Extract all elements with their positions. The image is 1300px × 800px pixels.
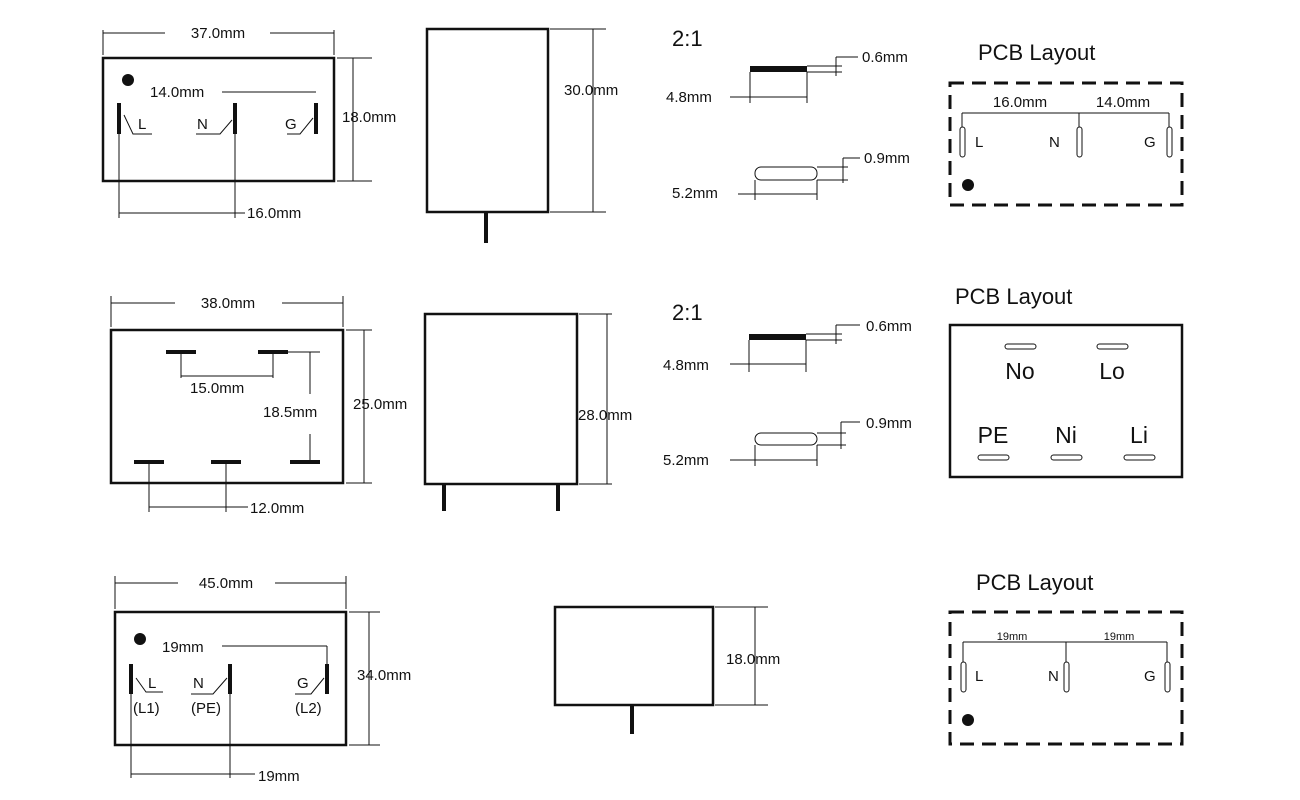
row2-side-height-label: 28.0mm bbox=[578, 407, 632, 424]
orientation-dot bbox=[962, 179, 974, 191]
row3-pcb-spacing-left: 19mm bbox=[997, 631, 1028, 643]
row1-pcb-pin-g: G bbox=[1144, 134, 1156, 151]
row1-pin-g-label: G bbox=[285, 116, 297, 133]
row2-pcb-pin-li: Li bbox=[1130, 422, 1148, 448]
row2-width-label: 38.0mm bbox=[201, 295, 255, 312]
row3-pcb-spacing-right: 19mm bbox=[1104, 631, 1135, 643]
row2-side-view: 28.0mm bbox=[423, 312, 632, 511]
row2-height-label: 25.0mm bbox=[353, 396, 407, 413]
row3-top-spacing-label: 19mm bbox=[162, 639, 204, 656]
row2-vertical-spacing-label: 18.5mm bbox=[263, 404, 317, 421]
row1-pcb-spacing-right: 14.0mm bbox=[1096, 94, 1150, 111]
row2-thickness-a-label: 0.6mm bbox=[866, 318, 912, 335]
row2-pcb-pin-ni: Ni bbox=[1055, 422, 1077, 448]
row2-front-body bbox=[109, 328, 345, 485]
row3-pcb-pin-n: N bbox=[1048, 668, 1059, 685]
row3-pcb-pin-g: G bbox=[1144, 668, 1156, 685]
row3-pin-n-alt-label: (PE) bbox=[191, 700, 221, 717]
row2-bottom-spacing-label: 12.0mm bbox=[250, 500, 304, 517]
row3-pcb-outline bbox=[948, 610, 1184, 746]
row1-thickness-b-label: 0.9mm bbox=[864, 150, 910, 167]
row3-side-body bbox=[553, 605, 715, 707]
row1-width-b-label: 5.2mm bbox=[672, 185, 718, 202]
row3-side-height-label: 18.0mm bbox=[726, 651, 780, 668]
orientation-dot bbox=[122, 74, 134, 86]
row2-pin-detail: 2:1 0.6mm 4.8mm 0.9mm 5.2mm bbox=[663, 300, 912, 469]
row2-pcb-outline bbox=[948, 323, 1184, 479]
row3-pcb-pin-l: L bbox=[975, 668, 983, 685]
row1-pin-l-label: L bbox=[138, 116, 146, 133]
row3-pin-g-alt-label: (L2) bbox=[295, 700, 322, 717]
row1-pin-n-label: N bbox=[197, 116, 208, 133]
row1-thickness-a-label: 0.6mm bbox=[862, 49, 908, 66]
row1-side-body bbox=[425, 27, 550, 214]
row1-pcb-spacing-left: 16.0mm bbox=[993, 94, 1047, 111]
orientation-dot bbox=[962, 714, 974, 726]
row3-pcb-title: PCB Layout bbox=[976, 570, 1093, 595]
row2-pcb-pin-pe: PE bbox=[978, 422, 1009, 448]
row3-side-view: 18.0mm bbox=[553, 605, 780, 734]
row3-pcb-layout: PCB Layout 19mm 19mm L N G bbox=[948, 570, 1184, 746]
row2-thickness-b-label: 0.9mm bbox=[866, 415, 912, 432]
row3-bottom-spacing-label: 19mm bbox=[258, 768, 300, 785]
row1-pcb-outline bbox=[948, 81, 1184, 207]
row1-pcb-pin-n: N bbox=[1049, 134, 1060, 151]
orientation-dot bbox=[134, 633, 146, 645]
row2-pcb-pin-no: No bbox=[1005, 358, 1034, 384]
row3-front-view: 45.0mm 34.0mm L N G (L1) (PE) (L2) 19mm … bbox=[113, 575, 411, 785]
row3-width-label: 45.0mm bbox=[199, 575, 253, 592]
row3-pin-l-label: L bbox=[148, 675, 156, 692]
row1-top-spacing-label: 14.0mm bbox=[150, 84, 204, 101]
row1-pin-detail: 2:1 0.6mm 4.8mm 0.9mm 5.2mm bbox=[666, 26, 910, 202]
row3-height-label: 34.0mm bbox=[357, 667, 411, 684]
row1-side-height-label: 30.0mm bbox=[564, 82, 618, 99]
row2-pcb-layout: PCB Layout No Lo PE Ni Li bbox=[948, 284, 1184, 479]
row1-width-label: 37.0mm bbox=[191, 25, 245, 42]
row3-pin-l-alt-label: (L1) bbox=[133, 700, 160, 717]
row2-width-a-label: 4.8mm bbox=[663, 357, 709, 374]
row2-scale-label: 2:1 bbox=[672, 300, 703, 325]
row1-pcb-pin-l: L bbox=[975, 134, 983, 151]
row2-side-body bbox=[423, 312, 579, 486]
row1-bottom-spacing-label: 16.0mm bbox=[247, 205, 301, 222]
row3-pin-n-label: N bbox=[193, 675, 204, 692]
row2-pcb-pin-lo: Lo bbox=[1099, 358, 1125, 384]
row1-pcb-layout: PCB Layout 16.0mm 14.0mm L N G bbox=[948, 40, 1184, 207]
row2-width-b-label: 5.2mm bbox=[663, 452, 709, 469]
row1-height-label: 18.0mm bbox=[342, 109, 396, 126]
row3-pin-g-label: G bbox=[297, 675, 309, 692]
row1-front-body bbox=[101, 56, 336, 183]
row1-front-view: 37.0mm 18.0mm L N G 14.0mm 16.0mm bbox=[101, 25, 396, 222]
row2-pcb-title: PCB Layout bbox=[955, 284, 1072, 309]
row1-scale-label: 2:1 bbox=[672, 26, 703, 51]
row1-side-view: 30.0mm bbox=[425, 27, 618, 243]
row1-pcb-title: PCB Layout bbox=[978, 40, 1095, 65]
row2-top-spacing-label: 15.0mm bbox=[190, 380, 244, 397]
row1-width-a-label: 4.8mm bbox=[666, 89, 712, 106]
row2-front-view: 38.0mm 25.0mm 15.0mm 18.5mm 12.0mm bbox=[109, 295, 407, 517]
